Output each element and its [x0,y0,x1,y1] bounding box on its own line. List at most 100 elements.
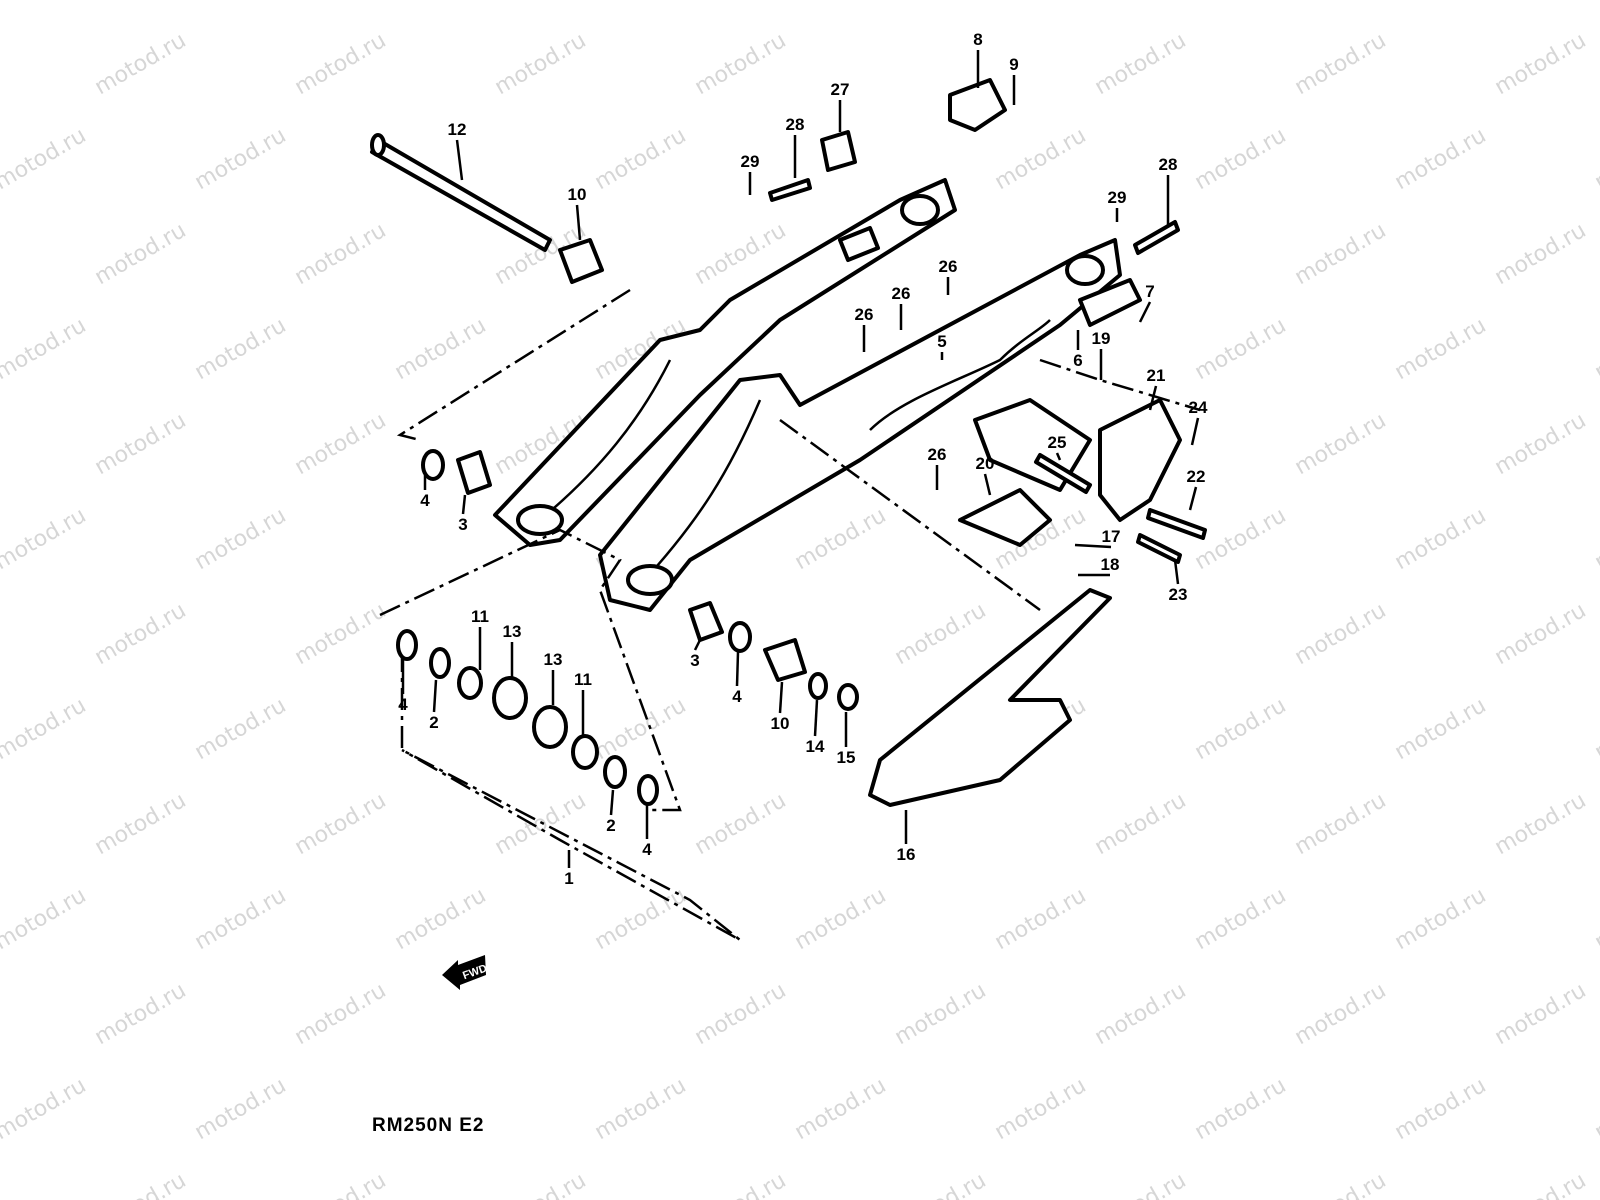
callout-leader-line [1138,301,1152,323]
spacer-block [820,130,857,172]
part-callout-4: 4 [732,687,742,706]
watermark-text: motod.ru [1591,693,1600,765]
watermark-text: motod.ru [1191,313,1291,385]
pivot-shaft [370,138,552,252]
watermark-text: motod.ru [791,883,891,955]
callout-leader-line [609,789,615,816]
chain-guide-bracket [1098,398,1182,522]
bolt [1146,508,1207,540]
watermark-text: motod.ru [1391,503,1491,575]
watermark-text: motod.ru [591,883,691,955]
watermark-text: motod.ru [1191,0,1291,5]
callout-leader-line [1190,417,1200,446]
part-callout-2: 2 [429,713,438,732]
watermark-text: motod.ru [1491,1168,1591,1200]
watermark-text: motod.ru [0,503,90,575]
callout-leader-line [1074,543,1112,549]
watermark-text: motod.ru [291,218,391,290]
watermark-text: motod.ru [191,503,291,575]
part-callout-29: 29 [741,152,760,171]
watermark-text: motod.ru [1291,978,1391,1050]
model-code-label: RM250N E2 [372,1115,485,1136]
part-callout-4: 4 [642,840,652,859]
part-callout-20: 20 [976,454,995,473]
part-callout-4: 4 [420,491,430,510]
watermark-text: motod.ru [1191,1073,1291,1145]
watermark-text: motod.ru [1191,503,1291,575]
watermark-text: motod.ru [791,0,891,5]
watermark-text: motod.ru [591,0,691,5]
callout-leader-line [735,651,740,687]
part-callout-23: 23 [1169,585,1188,604]
watermark-text: motod.ru [0,0,90,5]
part-callout-29: 29 [1108,188,1127,207]
watermark-text: motod.ru [1291,788,1391,860]
callout-leader-line [778,681,784,714]
watermark-text: motod.ru [1591,1073,1600,1145]
watermark-text: motod.ru [0,313,90,385]
callout-leader-line [693,639,702,651]
watermark-text: motod.ru [291,1168,391,1200]
left-arm-edge-line [539,359,672,521]
watermark-text: motod.ru [91,978,191,1050]
callout-leader-line [1188,486,1198,511]
watermark-text: motod.ru [291,28,391,100]
watermark-text: motod.ru [1291,408,1391,480]
part-callout-12: 12 [448,120,467,139]
part-callout-19: 19 [1092,329,1111,348]
watermark-text: motod.ru [91,598,191,670]
part-callout-15: 15 [837,748,856,767]
left-pivot-boss [516,504,564,536]
watermark-text: motod.ru [591,1073,691,1145]
callout-leader-line [983,473,992,496]
watermark-text: motod.ru [0,1073,90,1145]
watermark-text: motod.ru [1491,408,1591,480]
watermark-text: motod.ru [1091,788,1191,860]
watermark-text: motod.ru [291,788,391,860]
right-arm-edge-line [639,399,762,586]
watermark-text: motod.ru [1291,1168,1391,1200]
chain-slider [868,588,1112,807]
part-callout-1: 1 [564,869,573,888]
part-callout-24: 24 [1189,398,1208,417]
part-callout-26: 26 [928,445,947,464]
watermark-text: motod.ru [291,598,391,670]
part-callout-13: 13 [544,650,563,669]
part-callout-5: 5 [937,332,946,351]
watermark-text: motod.ru [191,1073,291,1145]
part-callout-4: 4 [398,695,408,714]
callout-leader-line [1148,385,1158,411]
watermark-text: motod.ru [0,693,90,765]
part-callout-11: 11 [574,670,592,689]
bearings-group [396,238,859,806]
chain-guard [958,488,1052,547]
part-callout-7: 7 [1145,282,1154,301]
pivot-shaft-head [370,133,386,157]
watermark-text: motod.ru [591,123,691,195]
part-callout-8: 8 [973,30,982,49]
callout-leader-line [1055,452,1062,461]
watermark-text: motod.ru [1391,0,1491,5]
part-callout-25: 25 [1048,433,1067,452]
watermark-text: motod.ru [1391,883,1491,955]
watermark-text: motod.ru [1291,218,1391,290]
watermark-text: motod.ru [1091,28,1191,100]
part-callout-6: 6 [1073,351,1082,370]
left-axle-slot [900,194,940,226]
arm-bracket [838,226,880,262]
part-callout-21: 21 [1147,366,1166,385]
watermark-text: motod.ru [91,1168,191,1200]
watermark-text: motod.ru [191,123,291,195]
assembly-line [379,528,682,812]
watermark-text: motod.ru [1391,1073,1491,1145]
watermark-text: motod.ru [1291,28,1391,100]
arrow-shape-icon [442,955,486,990]
watermark-text: motod.ru [0,123,90,195]
swingarm-right-arm [598,238,1122,612]
watermark-text: motod.ru [691,978,791,1050]
part-callout-3: 3 [458,515,467,534]
watermark-text: motod.ru [1491,28,1591,100]
watermark-text: motod.ru [1591,0,1600,5]
watermark-text: motod.ru [391,0,491,5]
